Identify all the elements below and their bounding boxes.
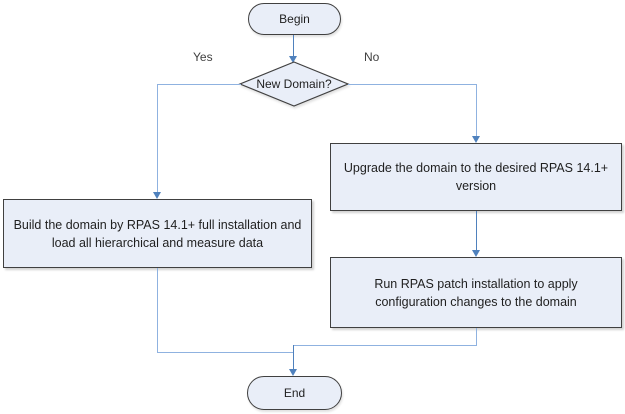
end-node: End <box>247 376 342 410</box>
edge-begin-to-decision <box>293 35 294 56</box>
begin-node: Begin <box>248 3 341 35</box>
decision-node: New Domain? <box>238 61 350 107</box>
edge-merge-left-horizontal <box>157 352 294 353</box>
edge-merge-to-end <box>293 345 294 369</box>
edge-decision-yes-horizontal <box>157 84 241 85</box>
edge-merge-right-horizontal <box>293 345 477 346</box>
upgrade-domain-line1: Upgrade the domain to the desired RPAS 1… <box>343 161 609 175</box>
patch-installation-line2: configuration changes to the domain <box>375 294 577 309</box>
build-domain-node: Build the domain by RPAS 14.1+ full inst… <box>3 199 312 268</box>
no-branch-label: No <box>364 50 380 64</box>
arrowhead-merge-to-end-icon <box>289 369 297 376</box>
begin-label: Begin <box>279 12 310 26</box>
upgrade-domain-line2: version <box>455 179 497 193</box>
arrowhead-begin-to-decision-icon <box>289 56 297 63</box>
patch-installation-node: Run RPAS patch installation to apply con… <box>330 257 622 328</box>
edge-patch-down <box>476 328 477 345</box>
patch-installation-line1: Run RPAS patch installation to apply <box>374 276 578 291</box>
edge-decision-no-vertical <box>476 84 477 136</box>
upgrade-domain-node: Upgrade the domain to the desired RPAS 1… <box>330 143 622 211</box>
build-domain-line1: Build the domain by RPAS 14.1+ full inst… <box>13 217 302 232</box>
arrowhead-yes-to-build-icon <box>153 192 161 199</box>
decision-label: New Domain? <box>256 77 332 91</box>
edge-decision-no-horizontal <box>348 84 476 85</box>
edge-build-down <box>157 268 158 352</box>
build-domain-line2: load all hierarchical and measure data <box>51 235 264 250</box>
arrowhead-no-to-upgrade-icon <box>472 136 480 143</box>
end-label: End <box>283 386 306 400</box>
yes-branch-label: Yes <box>193 50 213 64</box>
edge-upgrade-to-patch <box>476 211 477 250</box>
diamond-shape <box>238 61 350 107</box>
arrowhead-upgrade-to-patch-icon <box>472 250 480 257</box>
edge-decision-yes-vertical <box>157 84 158 192</box>
